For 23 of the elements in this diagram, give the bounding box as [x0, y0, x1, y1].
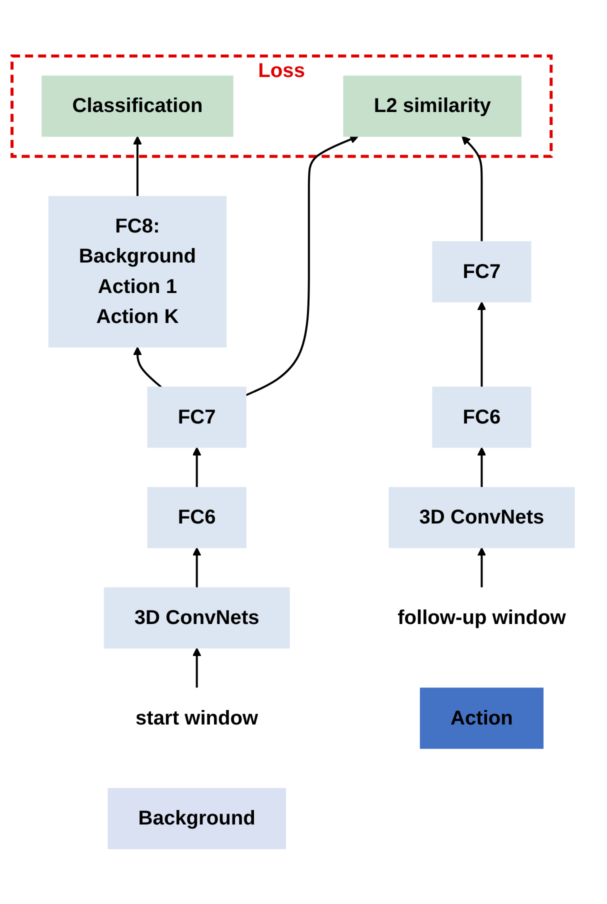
node-text: start window	[135, 706, 258, 729]
node-box: Classification	[41, 75, 233, 136]
node-box: Background	[107, 788, 286, 849]
node-box: FC8: Background Action 1 Action K	[48, 196, 226, 348]
node-box: FC7	[432, 240, 531, 302]
arrow	[192, 446, 201, 488]
node-box: FC7	[146, 386, 246, 448]
node-box: L2 similarity	[342, 75, 522, 136]
arrow	[192, 546, 201, 588]
arrow	[476, 446, 486, 488]
arrow	[461, 136, 482, 242]
node-box: Action	[419, 687, 544, 748]
arrow	[192, 647, 201, 688]
node-box: FC6	[432, 386, 531, 448]
node-text: follow-up window	[397, 606, 566, 629]
node-box: 3D ConvNets	[103, 586, 290, 648]
arrow	[132, 136, 142, 196]
node-box: 3D ConvNets	[388, 486, 574, 548]
node-box: FC6	[146, 486, 246, 548]
arrow	[245, 134, 358, 396]
arrow	[132, 346, 162, 388]
arrow	[476, 546, 486, 588]
arrow	[476, 301, 486, 387]
